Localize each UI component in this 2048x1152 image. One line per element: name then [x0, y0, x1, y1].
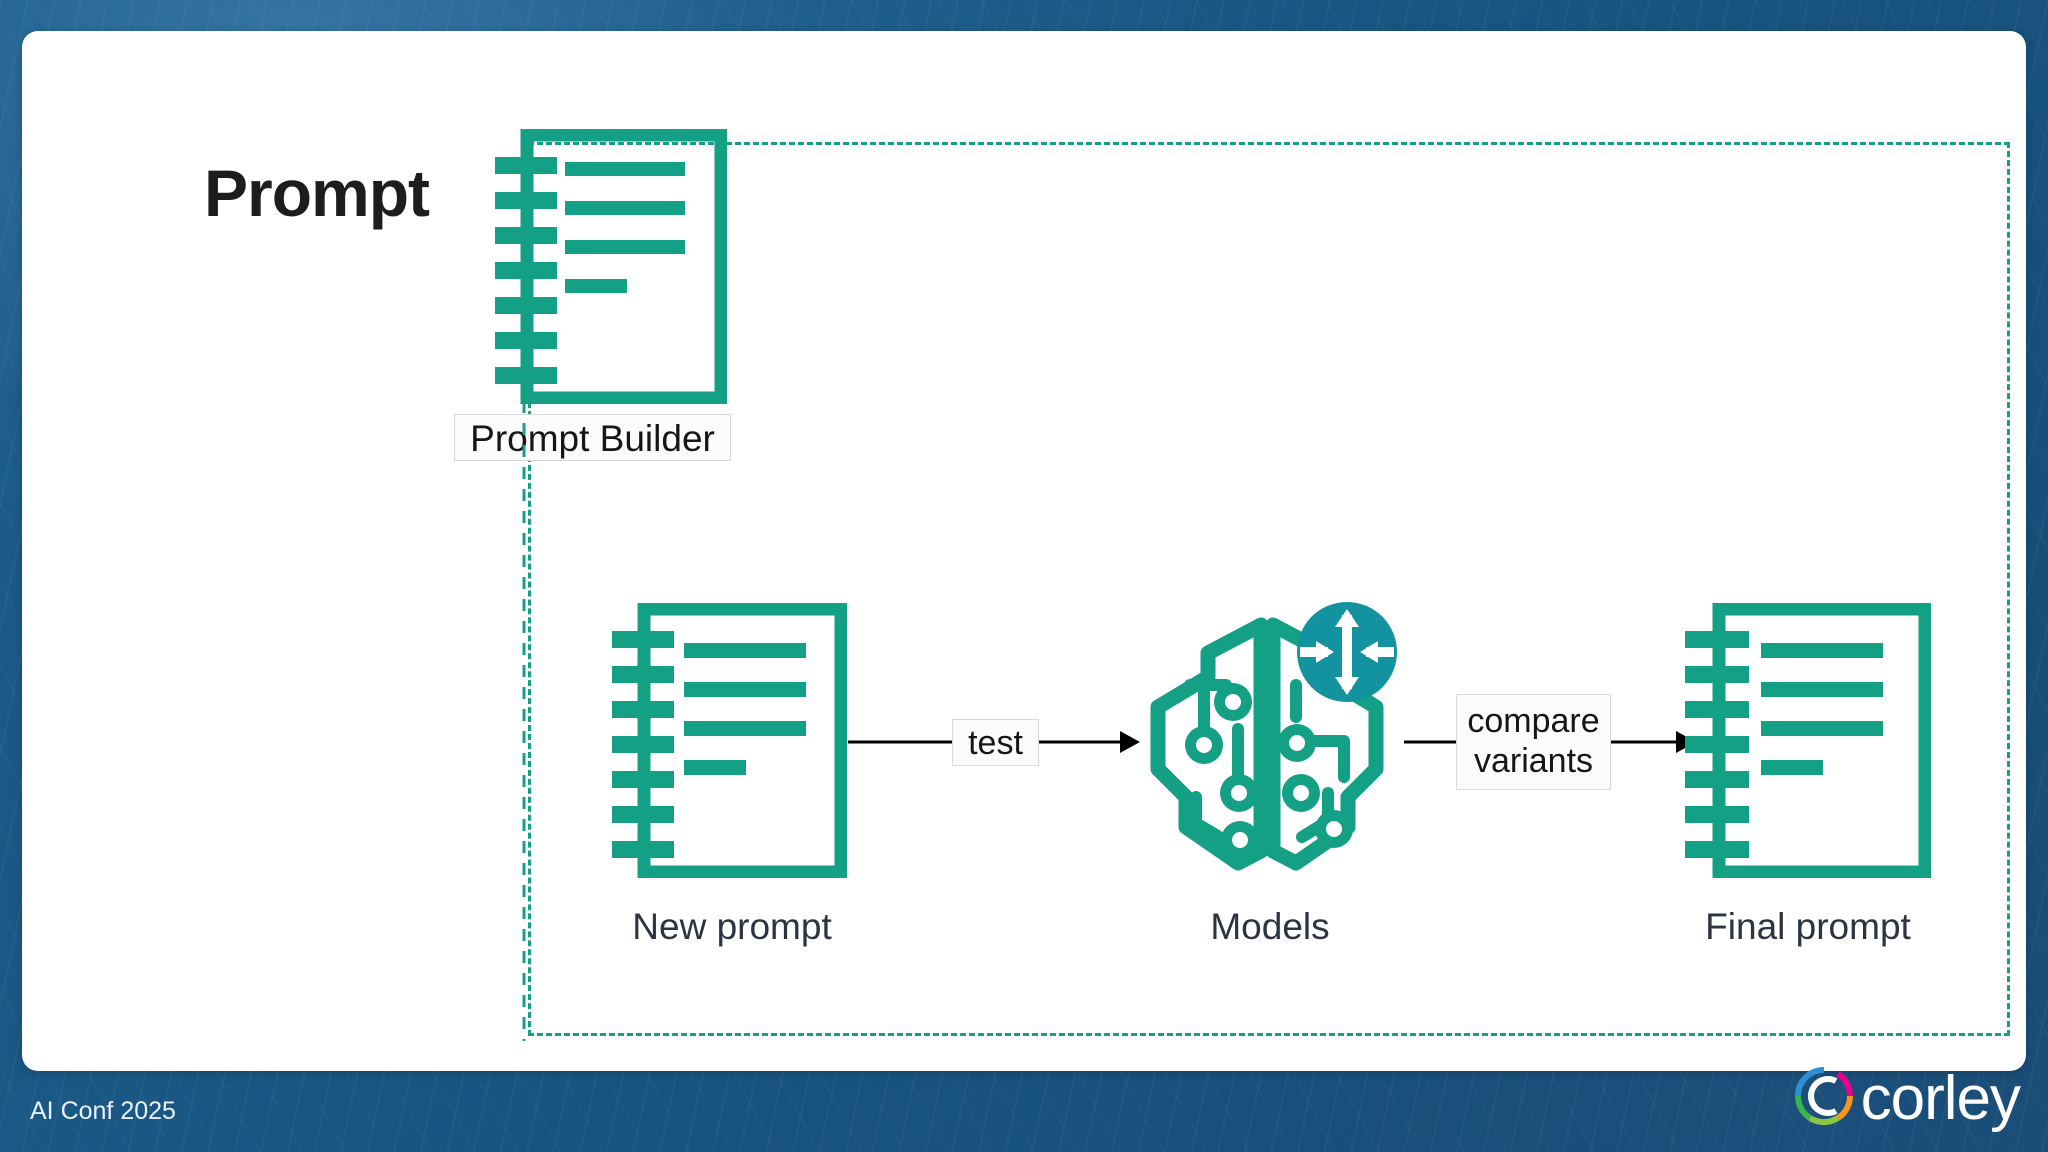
resize-arrows-icon [1300, 609, 1394, 695]
dashed-group-boundary [528, 142, 2010, 1036]
edge-compare-label: compare variants [1456, 694, 1611, 790]
corley-logo-text: corley [1860, 1063, 2021, 1133]
models-ai-brain-icon [1130, 601, 1410, 881]
builder-stem-connector [519, 401, 529, 1041]
edge-test-label: test [952, 719, 1039, 766]
corley-logo-mark [1789, 1061, 1859, 1136]
new-prompt-notebook-icon [612, 603, 847, 878]
prompt-builder-notebook-icon [495, 129, 727, 404]
models-label: Models [1210, 906, 1330, 947]
page-title: Prompt [204, 156, 430, 230]
prompt-builder-label: Prompt Builder [454, 414, 731, 461]
new-prompt-label: New prompt [632, 906, 832, 947]
final-prompt-notebook-icon [1685, 603, 1931, 878]
corley-logo: corley [1789, 1061, 2021, 1136]
final-prompt-label: Final prompt [1705, 906, 1911, 947]
footer-event-label: AI Conf 2025 [30, 1097, 176, 1125]
slide-card: Prompt [22, 31, 2026, 1071]
